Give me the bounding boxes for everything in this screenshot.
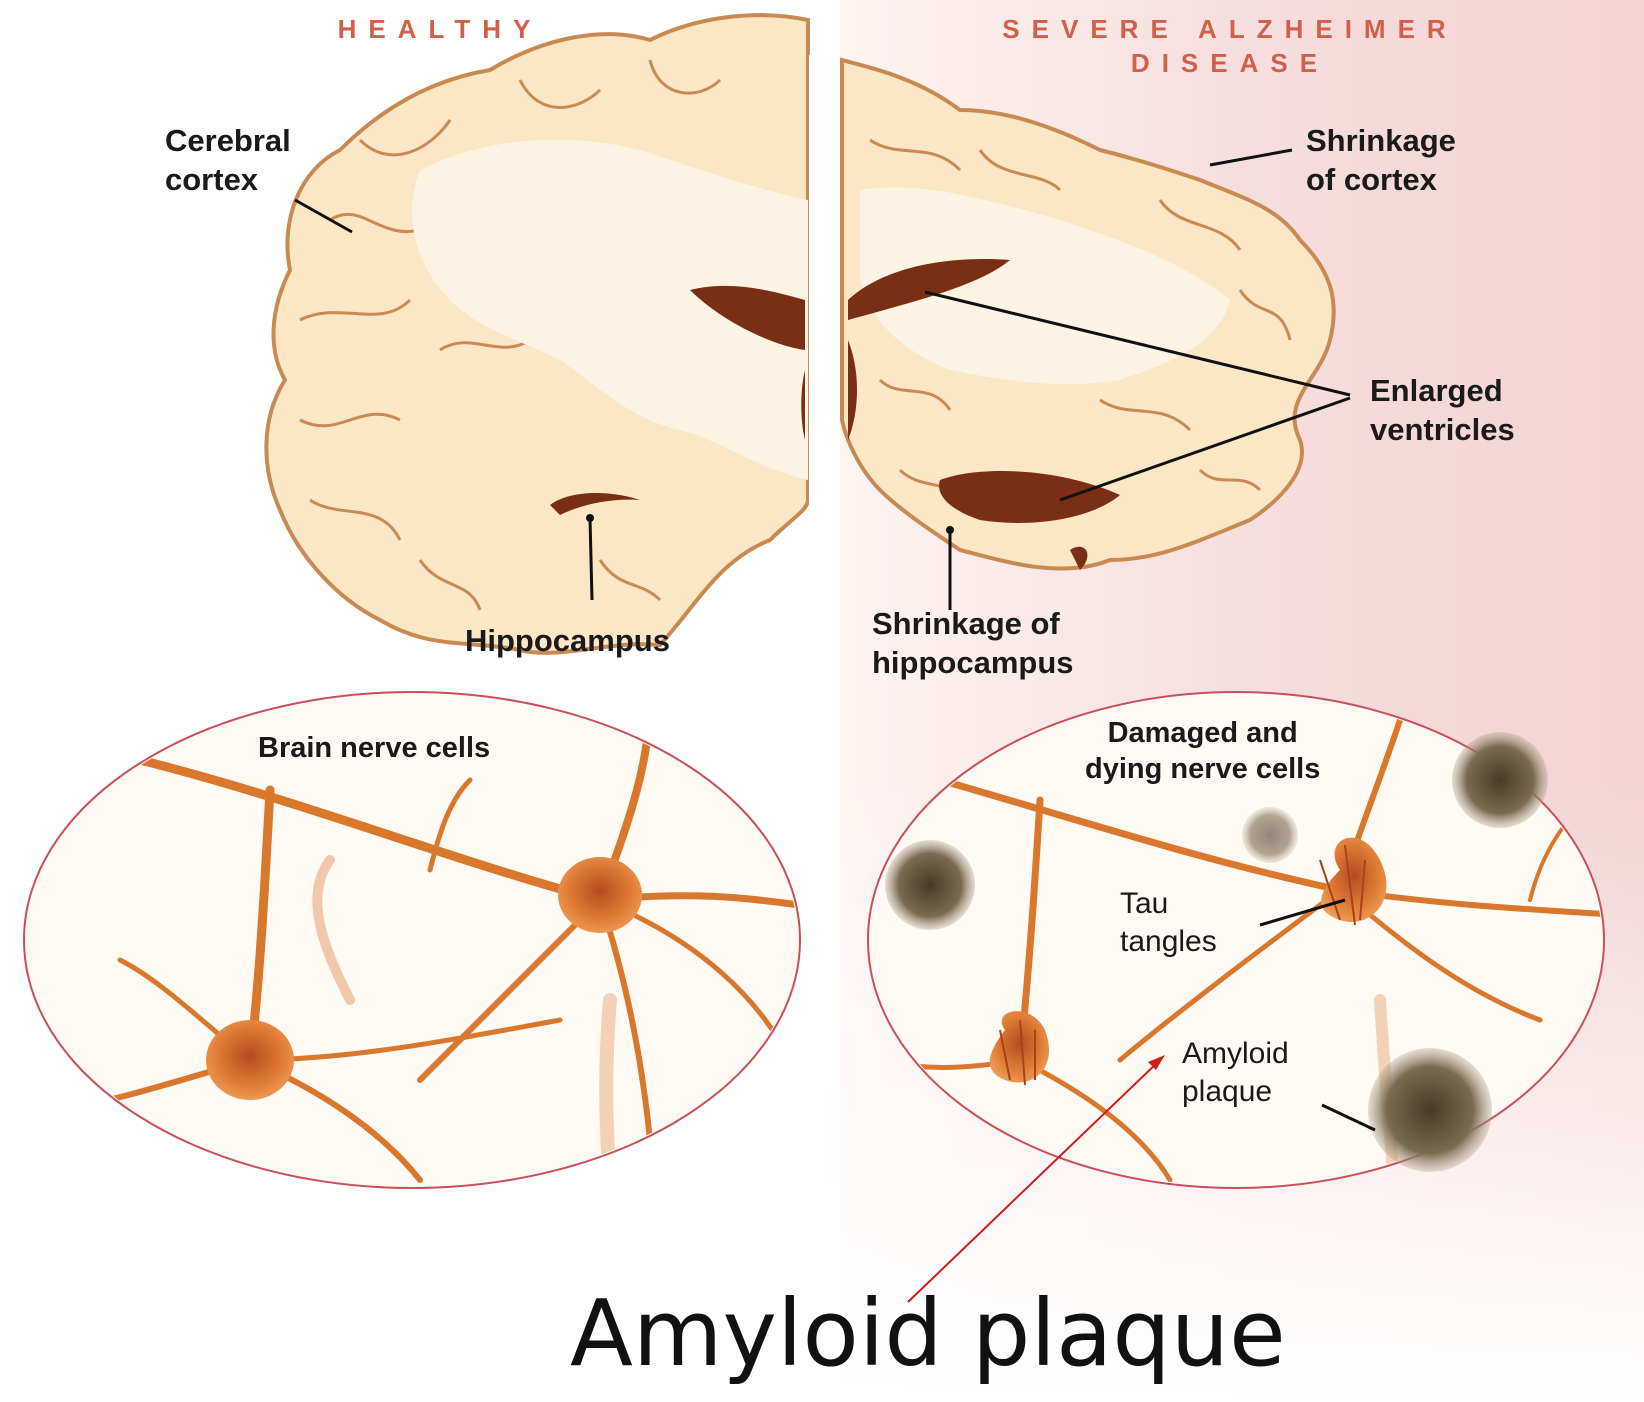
label-damaged-line1: Damaged and <box>1085 715 1320 751</box>
heading-severe-line1: SEVERE ALZHEIMER <box>950 14 1510 45</box>
label-cerebral-cortex: Cerebral cortex <box>165 122 291 200</box>
label-tau-line1: Tau <box>1120 885 1217 923</box>
heading-healthy: HEALTHY <box>310 14 570 45</box>
label-cerebral-line2: cortex <box>165 161 291 200</box>
label-shrinkage-cortex-line2: of cortex <box>1306 161 1456 200</box>
label-tau-tangles: Tau tangles <box>1120 885 1217 960</box>
label-shrinkage-hippo-line2: hippocampus <box>872 644 1074 683</box>
label-amyloid-line2: plaque <box>1182 1073 1289 1111</box>
label-amyloid-line1: Amyloid <box>1182 1035 1289 1073</box>
label-cerebral-line1: Cerebral <box>165 122 291 161</box>
healthy-brain <box>266 15 808 653</box>
label-shrinkage-cortex: Shrinkage of cortex <box>1306 122 1456 200</box>
label-shrinkage-hippocampus: Shrinkage of hippocampus <box>872 605 1074 683</box>
label-enlarged-line1: Enlarged <box>1370 372 1515 411</box>
label-damaged-nerve-cells: Damaged and dying nerve cells <box>1085 715 1320 788</box>
label-hippocampus: Hippocampus <box>465 622 670 661</box>
label-shrinkage-hippo-line1: Shrinkage of <box>872 605 1074 644</box>
label-damaged-line2: dying nerve cells <box>1085 751 1320 787</box>
heading-severe-line2: DISEASE <box>1110 48 1350 79</box>
label-enlarged-line2: ventricles <box>1370 411 1515 450</box>
healthy-neurons <box>24 692 800 1188</box>
label-tau-line2: tangles <box>1120 923 1217 961</box>
label-shrinkage-cortex-line1: Shrinkage <box>1306 122 1456 161</box>
caption-amyloid-plaque: Amyloid plaque <box>570 1280 1286 1387</box>
label-amyloid-plaque-small: Amyloid plaque <box>1182 1035 1289 1110</box>
label-brain-nerve-cells: Brain nerve cells <box>258 730 490 766</box>
label-enlarged-ventricles: Enlarged ventricles <box>1370 372 1515 450</box>
